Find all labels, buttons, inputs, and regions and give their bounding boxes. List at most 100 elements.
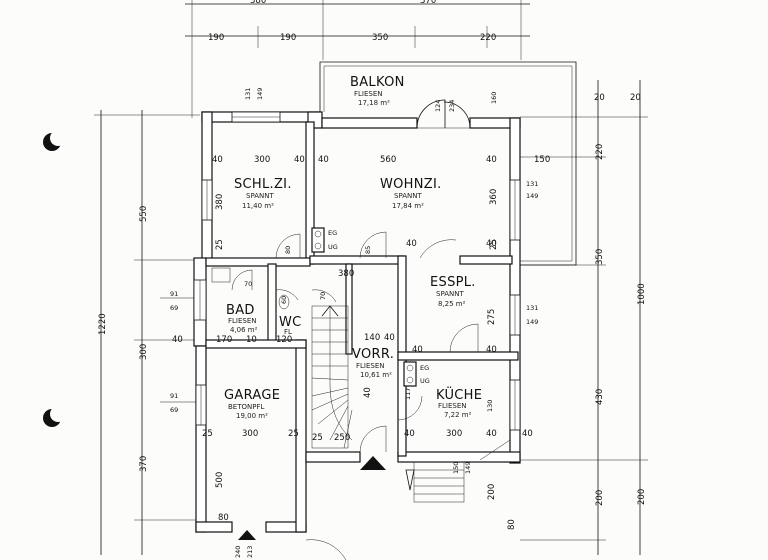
dim-ess-149: 149 <box>526 318 538 326</box>
dim-schl-380: 380 <box>215 194 225 210</box>
dim-garage-213: 213 <box>246 546 254 558</box>
room-balkon-area: 17,18 m² <box>358 99 390 107</box>
dim-schl-25: 25 <box>215 239 225 250</box>
dim-garage-500: 500 <box>215 472 225 488</box>
dim-top-370: 370 <box>420 0 436 6</box>
room-garage-area: 19,00 m² <box>236 412 268 420</box>
balcony-outline <box>319 61 577 266</box>
room-balkon-name: BALKON <box>350 75 405 90</box>
dim-left-40: 40 <box>172 335 183 345</box>
dim-balkon-124: 124 <box>434 100 442 112</box>
room-bad-name: BAD <box>226 303 255 318</box>
garage-entrance-marker-icon <box>238 530 256 540</box>
dim-ess-40d: 40 <box>486 345 497 355</box>
room-wc-floor: FL <box>284 328 292 336</box>
balcony-door <box>416 99 471 129</box>
dim-garage-80: 80 <box>218 513 229 523</box>
dim-kueche-130: 130 <box>486 400 494 412</box>
dim-left-300: 300 <box>139 344 149 360</box>
dim-stair-25: 25 <box>312 433 323 443</box>
dim-balkon-160: 160 <box>490 92 498 104</box>
dim-wohn-40b: 40 <box>486 155 497 165</box>
dim-vorr-40: 40 <box>384 333 395 343</box>
room-ess-name: ESSPL. <box>430 275 476 290</box>
right-dimension-lines <box>520 80 648 555</box>
fixture-eg-1: EG <box>328 229 337 237</box>
dim-garage-300: 300 <box>242 429 258 439</box>
dim-left-370: 370 <box>139 456 149 472</box>
left-dimension-lines <box>94 110 200 555</box>
dim-door-60: 60 <box>280 296 288 304</box>
page-moon-icons <box>43 130 66 427</box>
dim-top-190b: 190 <box>280 33 296 43</box>
dim-garage-25b: 25 <box>288 429 299 439</box>
room-schl-area: 11,40 m² <box>242 202 274 210</box>
dim-right-200b: 200 <box>637 489 647 505</box>
room-schl-floor: SPANNT <box>246 192 274 200</box>
room-vorr-area: 10,61 m² <box>360 371 392 379</box>
dim-right-430: 430 <box>595 389 605 405</box>
dim-wc-120: 120 <box>276 335 292 345</box>
dim-top-220: 220 <box>480 33 496 43</box>
room-vorr-name: VORR. <box>352 347 394 362</box>
entrance-marker-icon <box>360 456 386 470</box>
chimney-fixtures <box>311 227 417 387</box>
room-wc-name: WC <box>279 315 302 330</box>
dim-right-1000: 1000 <box>637 283 647 305</box>
room-garage-name: GARAGE <box>224 388 280 403</box>
dim-entry-200: 200 <box>487 484 497 500</box>
dim-kueche-40a: 40 <box>404 429 415 439</box>
dim-schl-300: 300 <box>254 155 270 165</box>
room-wohn-name: WOHNZI. <box>380 177 442 192</box>
dim-door-70b: 70 <box>319 292 327 300</box>
dim-schl-40b: 40 <box>294 155 305 165</box>
dim-right-20a: 20 <box>594 93 605 103</box>
dim-left-550: 550 <box>139 206 149 222</box>
bathroom-fixtures <box>211 267 290 310</box>
entrance-steps <box>405 461 465 503</box>
dim-ess-275: 275 <box>487 309 497 325</box>
dim-bad-10: 10 <box>246 335 257 345</box>
door-swings <box>231 231 511 560</box>
interior-walls <box>205 121 519 457</box>
dim-right-220: 220 <box>595 144 605 160</box>
dim-bad-170: 170 <box>216 335 232 345</box>
dim-kueche-117: 117 <box>404 388 412 400</box>
dim-entry-149: 149 <box>464 462 472 474</box>
dim-door-85: 85 <box>364 246 372 254</box>
dim-ess-131: 131 <box>526 304 538 312</box>
dim-door-70: 70 <box>244 280 252 288</box>
fixture-ug-1: UG <box>328 243 338 251</box>
dim-top-190a: 190 <box>208 33 224 43</box>
dim-garage-69: 69 <box>170 406 178 414</box>
dim-stair-250: 250 <box>334 433 350 443</box>
dim-kueche-40c: 40 <box>522 429 533 439</box>
dim-schl-131: 131 <box>244 88 252 100</box>
room-garage-floor: BETONPFL <box>228 403 264 411</box>
dim-right-200a: 200 <box>595 490 605 506</box>
dim-left-1220: 1220 <box>98 313 108 335</box>
dim-bad-91: 91 <box>170 290 178 298</box>
dim-entry-150: 150 <box>452 462 460 474</box>
dim-wohn-360: 360 <box>489 189 499 205</box>
dim-ess-40b: 40 <box>486 239 497 249</box>
room-ess-floor: SPANNT <box>436 290 464 298</box>
dim-entry-80: 80 <box>507 519 517 530</box>
dim-balkon-234: 234 <box>448 100 456 112</box>
dim-wohn-560: 560 <box>380 155 396 165</box>
room-wohn-floor: SPANNT <box>394 192 422 200</box>
room-bad-floor: FLIESEN <box>228 317 257 325</box>
windows <box>193 111 521 431</box>
top-dimension-lines <box>185 0 530 118</box>
room-kueche-name: KÜCHE <box>436 386 482 403</box>
dim-right-20b: 20 <box>630 93 641 103</box>
dim-kueche-300: 300 <box>446 429 462 439</box>
room-ess-area: 8,25 m² <box>438 300 466 308</box>
dim-balkon-150: 150 <box>534 155 550 165</box>
dim-vorr-40b: 40 <box>363 387 373 398</box>
fixture-ug-2: UG <box>420 377 430 385</box>
dim-wohn-25: 25 <box>489 239 499 250</box>
room-bad-area: 4,06 m² <box>230 326 258 334</box>
dim-top-380: 380 <box>250 0 266 6</box>
